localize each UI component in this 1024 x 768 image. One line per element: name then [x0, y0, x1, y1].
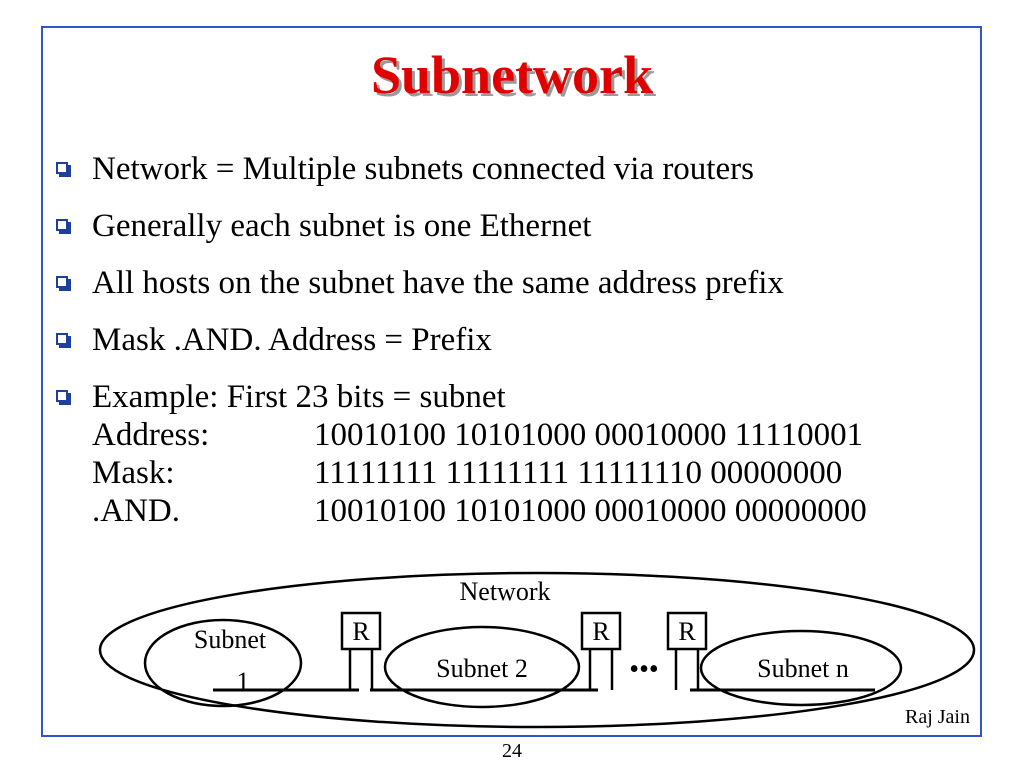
- subnet-2-label: Subnet 2: [436, 654, 528, 683]
- router-1-box: [340, 611, 382, 651]
- example-and-value: 10010100 10101000 00010000 00000000: [314, 493, 867, 529]
- bullet-box-icon: [56, 219, 68, 231]
- bullet-text: Generally each subnet is one Ethernet: [92, 208, 592, 244]
- example-and-label: .AND.: [92, 493, 180, 529]
- author-name: Raj Jain: [905, 706, 970, 728]
- bullet-text: Example: First 23 bits = subnet: [92, 379, 506, 415]
- example-address-row: Address: 10010100 10101000 00010000 1111…: [56, 416, 976, 454]
- bullet-box-icon: [56, 333, 68, 345]
- slide-frame: [41, 26, 982, 737]
- bullet-item: Network = Multiple subnets connected via…: [56, 150, 976, 188]
- bullet-item: Example: First 23 bits = subnet: [56, 378, 976, 416]
- example-mask-value: 11111111 11111111 11111110 00000000: [314, 455, 843, 491]
- router-3-box: [666, 611, 708, 651]
- router-2-box: [580, 611, 622, 651]
- subnet-1-label-line1: Subnet: [194, 625, 267, 654]
- subnet-n-label: Subnet n: [757, 654, 849, 683]
- router-3-label: R: [678, 617, 696, 646]
- network-ellipse: [98, 571, 976, 729]
- subnet-1-label-line2: 1: [237, 667, 250, 696]
- subnet-n-ellipse: [699, 629, 903, 707]
- example-mask-row: Mask: 11111111 11111111 11111110 0000000…: [56, 454, 976, 492]
- page-number: 24: [502, 740, 522, 762]
- subnet-2-ellipse: [383, 625, 581, 709]
- subnet-1-ellipse: [143, 618, 303, 708]
- example-mask-label: Mask:: [92, 455, 175, 491]
- slide-title: Subnetwork: [370, 45, 654, 105]
- bullet-item: Generally each subnet is one Ethernet: [56, 207, 976, 245]
- ellipsis-dots: •••: [629, 654, 658, 685]
- example-and-row: .AND. 10010100 10101000 00010000 0000000…: [56, 492, 976, 530]
- bullet-list: Network = Multiple subnets connected via…: [56, 150, 976, 530]
- bullet-box-icon: [56, 390, 68, 402]
- example-address-label: Address:: [92, 417, 210, 453]
- router-2-label: R: [592, 617, 610, 646]
- example-address-value: 10010100 10101000 00010000 11110001: [314, 417, 864, 453]
- bullet-text: Mask .AND. Address = Prefix: [92, 322, 492, 358]
- bullet-text: All hosts on the subnet have the same ad…: [92, 265, 784, 301]
- bullet-item: Mask .AND. Address = Prefix: [56, 321, 976, 359]
- router-1-label: R: [352, 617, 370, 646]
- bullet-box-icon: [56, 162, 68, 174]
- bullet-item: All hosts on the subnet have the same ad…: [56, 264, 976, 302]
- bullet-text: Network = Multiple subnets connected via…: [92, 151, 754, 187]
- network-label: Network: [460, 577, 551, 606]
- bullet-box-icon: [56, 276, 68, 288]
